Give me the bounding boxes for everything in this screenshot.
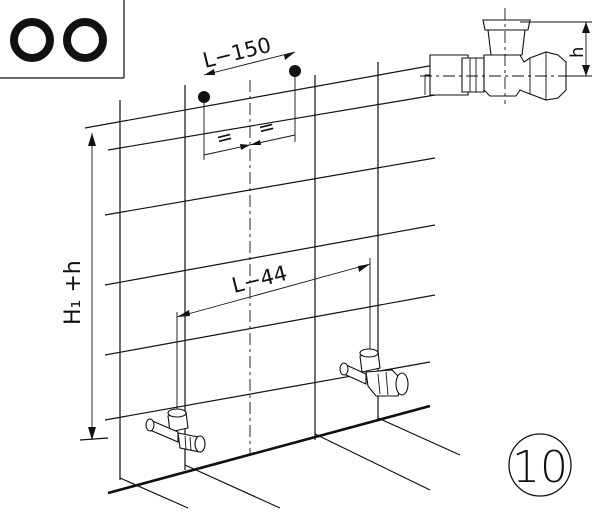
connection-point-left — [198, 91, 210, 103]
figure-number-badge: 10 — [508, 433, 572, 497]
corner-badge — [0, 0, 125, 79]
dimension-height: H₁ +h — [61, 133, 96, 440]
floor — [79, 404, 461, 509]
ring-symbol-left — [10, 18, 54, 62]
equal-mark-right: = — [255, 114, 277, 141]
equal-mark-left: = — [213, 124, 235, 151]
height-label: H₁ +h — [61, 260, 86, 325]
detail-h-label: h — [567, 47, 588, 58]
valve-right — [339, 348, 409, 397]
valve-detail-drawing: h — [420, 8, 592, 104]
connection-point-right — [289, 65, 301, 77]
valve-left — [145, 408, 206, 453]
wall-grid — [84, 62, 441, 480]
dimension-bottom: L−44 — [176, 258, 371, 412]
ring-symbol-right — [63, 18, 107, 62]
figure-number: 10 — [512, 442, 568, 493]
dimension-top: L−150 = = — [198, 33, 301, 160]
dimension-label-bottom: L−44 — [229, 261, 289, 298]
